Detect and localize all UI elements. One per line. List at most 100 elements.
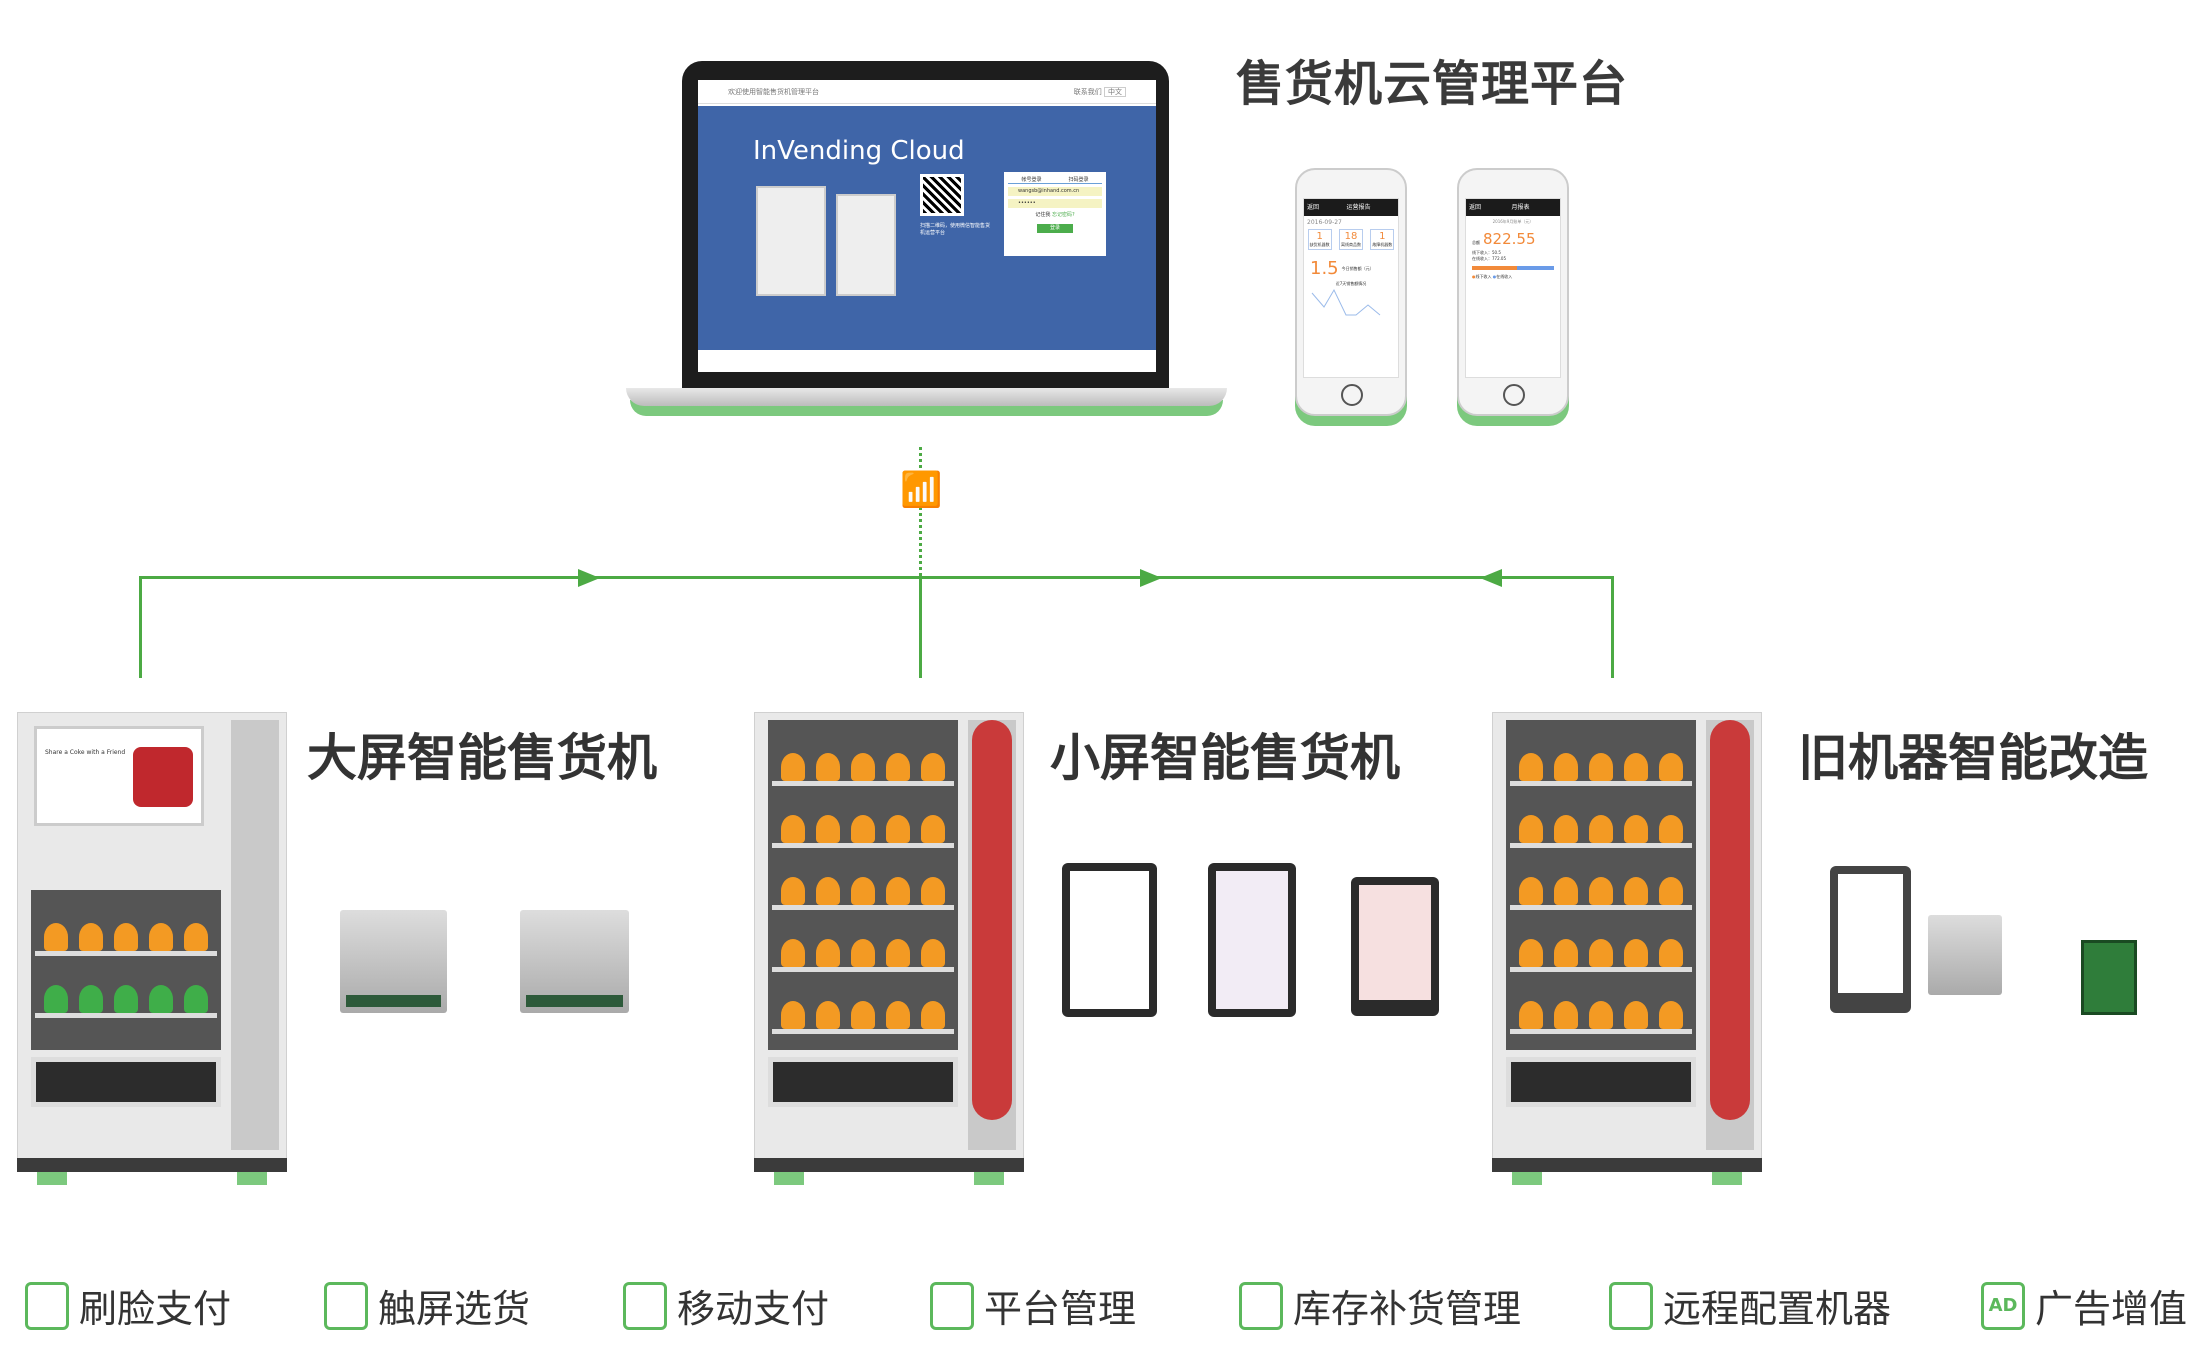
phone-title: 月报表 xyxy=(1511,204,1530,211)
product-item xyxy=(148,985,173,1013)
arrow-right-icon xyxy=(1140,569,1162,587)
feature-label: 刷脸支付 xyxy=(79,1287,232,1331)
back-button[interactable]: 返回 xyxy=(1469,204,1482,211)
sales-value: 1.5 xyxy=(1310,258,1339,279)
product-item xyxy=(1519,877,1544,905)
shelf xyxy=(35,894,217,956)
feature-label: 广告增值 xyxy=(2035,1287,2188,1331)
shelf xyxy=(1510,848,1692,910)
welcome-text: 欢迎使用智能售货机管理平台 xyxy=(728,87,819,96)
house-inventory-icon xyxy=(1239,1281,1283,1330)
product-item xyxy=(920,753,945,781)
network-bus-line xyxy=(139,576,1614,579)
product-item xyxy=(781,753,806,781)
product-item xyxy=(1623,1001,1648,1029)
chart-title: 近7天销售额情况 xyxy=(1335,281,1367,286)
page-title: 售货机云管理平台 xyxy=(1236,56,1629,112)
arrow-left-icon xyxy=(1480,569,1502,587)
username-field[interactable]: wangsb@inhand.com.cn xyxy=(1008,187,1102,196)
legend-offline: 线下收入 xyxy=(1475,274,1492,279)
hero-machine-illustration xyxy=(836,194,896,296)
product-item xyxy=(1554,939,1579,967)
product-item xyxy=(1658,877,1683,905)
product-item xyxy=(1519,815,1544,843)
product-item xyxy=(816,1001,841,1029)
product-item xyxy=(920,877,945,905)
shelf xyxy=(1510,724,1692,786)
laptop-screen: 欢迎使用智能售货机管理平台 联系我们 中文 InVending Cloud 扫描… xyxy=(698,80,1156,372)
password-field[interactable]: •••••• xyxy=(1008,199,1102,208)
offline-income: 线下收入：50.5 xyxy=(1472,250,1501,255)
dispense-tray xyxy=(768,1057,958,1107)
machine-label-large-screen: 大屏智能售货机 xyxy=(307,729,657,787)
product-item xyxy=(1554,753,1579,781)
feature-label: 平台管理 xyxy=(984,1287,1137,1331)
product-item xyxy=(1623,815,1648,843)
product-item xyxy=(1554,1001,1579,1029)
vending-machine xyxy=(17,712,287,1185)
qr-code xyxy=(920,174,964,216)
tab-scan-login[interactable]: 扫码登录 xyxy=(1068,177,1089,183)
product-item xyxy=(885,753,910,781)
home-button xyxy=(1503,384,1525,406)
vending-machine xyxy=(754,712,1024,1185)
dispense-tray xyxy=(31,1057,221,1107)
product-item xyxy=(1554,877,1579,905)
product-item xyxy=(1588,939,1613,967)
feature-0: 刷脸支付 xyxy=(25,1278,231,1333)
shelf xyxy=(772,724,954,786)
product-item xyxy=(920,815,945,843)
product-item xyxy=(920,1001,945,1029)
login-button[interactable]: 登录 xyxy=(1037,224,1073,233)
machine-label-small-screen: 小屏智能售货机 xyxy=(1050,729,1400,787)
arrow-right-icon xyxy=(578,569,600,587)
feature-label: 触屏选货 xyxy=(378,1287,531,1331)
connector-line xyxy=(139,576,142,678)
shelf xyxy=(35,956,217,1018)
product-item xyxy=(850,1001,875,1029)
product-item xyxy=(885,815,910,843)
feature-3: 平台管理 xyxy=(930,1278,1136,1333)
retrofit-tablet-device xyxy=(1830,866,1911,1013)
screen-top-bar: 欢迎使用智能售货机管理平台 联系我们 中文 xyxy=(698,80,1156,104)
remember-checkbox[interactable]: 记住我 xyxy=(1035,212,1051,218)
tablet-device xyxy=(1062,863,1157,1017)
brand-name: InVending Cloud xyxy=(753,136,965,166)
phone-title: 运营报告 xyxy=(1346,204,1371,211)
sales-label: 今日销售额（元） xyxy=(1341,265,1374,271)
shelf xyxy=(772,910,954,972)
product-item xyxy=(781,815,806,843)
qr-caption: 扫描二维码，使用微信智能售货机运营平台 xyxy=(920,223,991,236)
language-select[interactable]: 中文 xyxy=(1104,86,1126,97)
product-item xyxy=(1623,939,1648,967)
product-item xyxy=(113,923,138,951)
tab-account-login[interactable]: 帐号登录 xyxy=(1021,177,1042,183)
back-button[interactable]: 返回 xyxy=(1307,204,1320,211)
sales-line-chart xyxy=(1311,288,1381,316)
report-period: 2016年9月账单（元） xyxy=(1492,219,1534,224)
product-item xyxy=(816,753,841,781)
feature-label: 远程配置机器 xyxy=(1663,1287,1892,1331)
product-item xyxy=(920,939,945,967)
contact-link[interactable]: 联系我们 xyxy=(1073,87,1102,96)
legend-online: 在线收入 xyxy=(1496,274,1513,279)
face-scan-icon xyxy=(25,1281,69,1330)
product-item xyxy=(816,939,841,967)
ad-icon: AD xyxy=(1981,1281,2025,1330)
total-label: 总额 xyxy=(1472,240,1480,245)
income-split-bar xyxy=(1472,266,1554,270)
product-item xyxy=(1658,753,1683,781)
forgot-password-link[interactable]: 忘记密码? xyxy=(1051,212,1075,218)
wireless-link xyxy=(919,447,922,678)
gateway-router-device xyxy=(520,910,629,1013)
product-item xyxy=(1519,753,1544,781)
product-item xyxy=(885,1001,910,1029)
product-item xyxy=(44,985,69,1013)
shelf xyxy=(772,972,954,1034)
vending-machine xyxy=(1492,712,1762,1185)
